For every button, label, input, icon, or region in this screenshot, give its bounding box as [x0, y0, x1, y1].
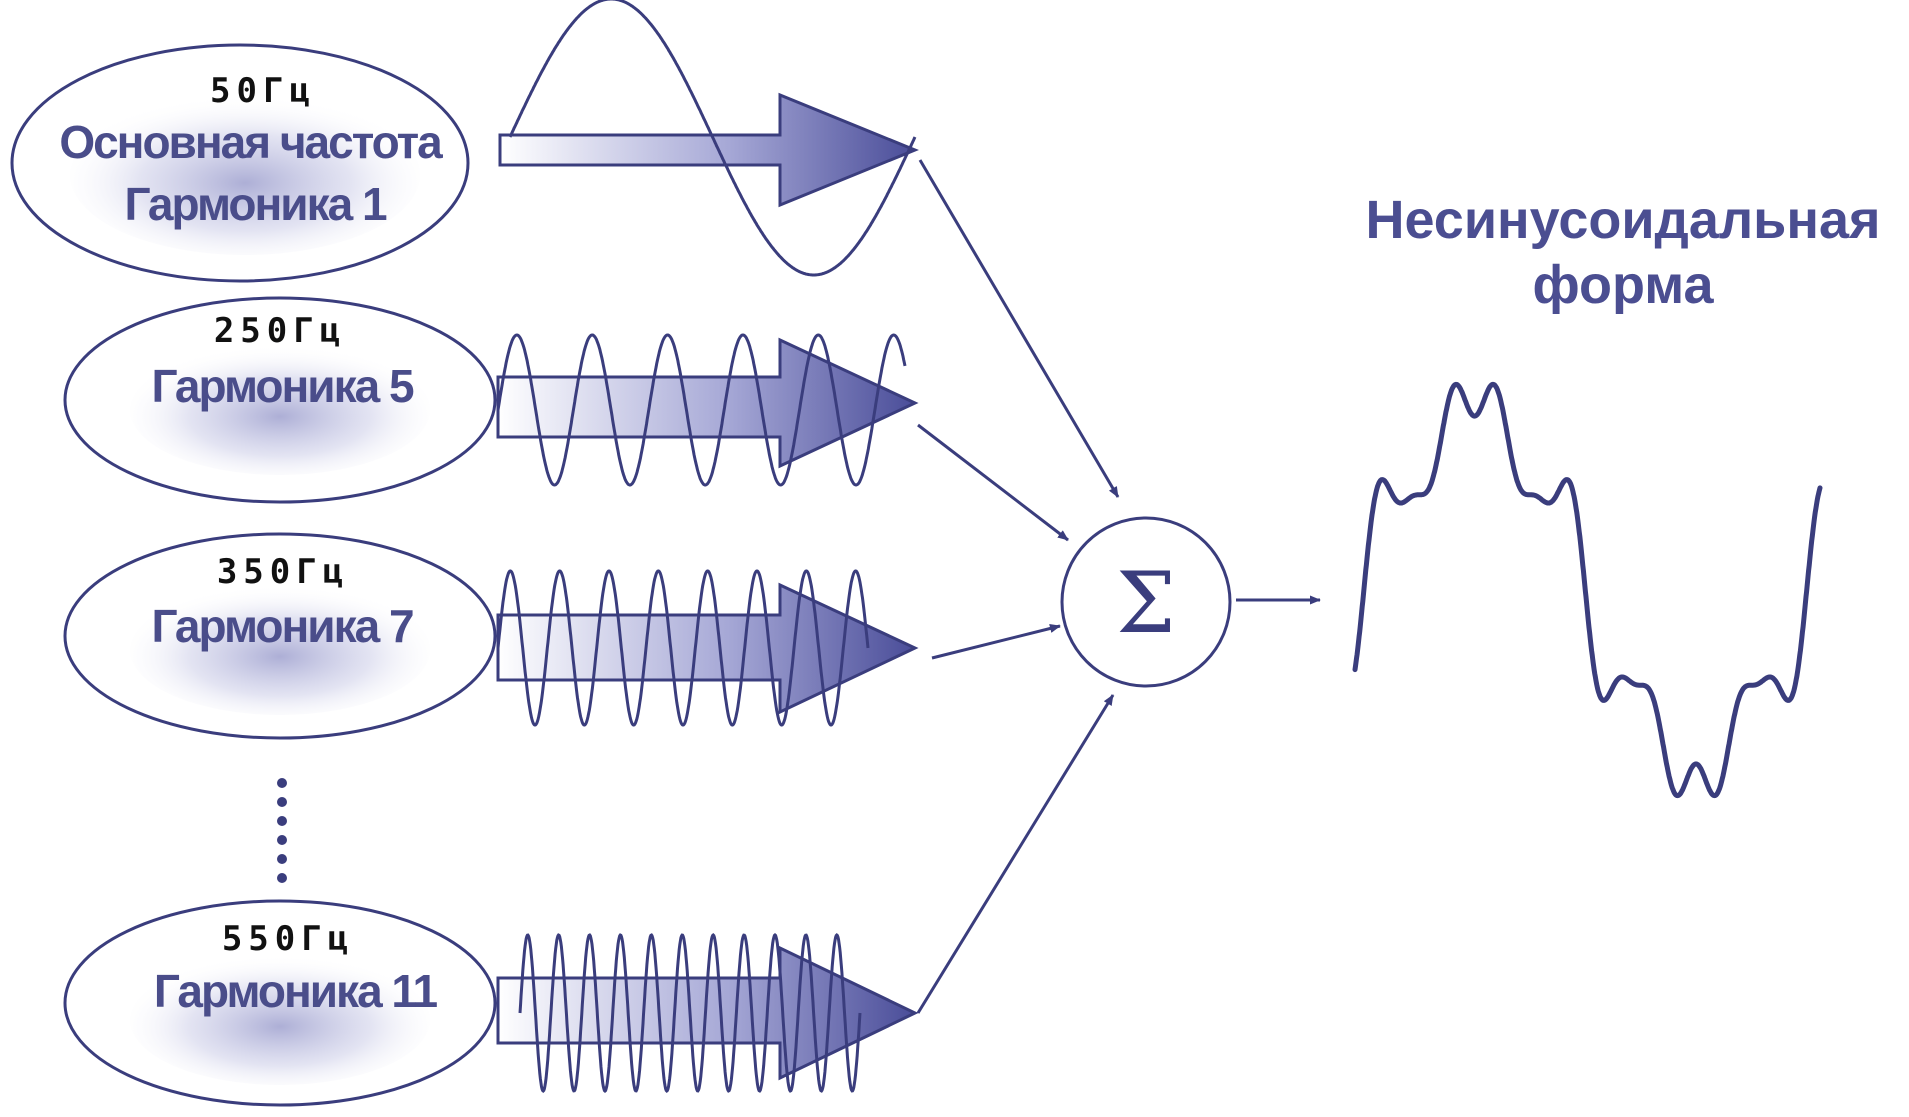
harmonic-7-label: Гармоника 7 [151, 600, 413, 652]
result-title-line2: форма [1532, 255, 1714, 315]
ellipsis-dot [277, 816, 287, 826]
harmonic-5-freq: 250Гц [214, 311, 346, 351]
ellipsis-dot [277, 873, 287, 883]
connector-arrows [916, 159, 1321, 1014]
ellipsis-dot [277, 835, 287, 845]
summer-node: Σ [1060, 516, 1232, 688]
harmonic-7-arrow [496, 582, 919, 715]
harmonic-1-label-line1: Основная частота [59, 116, 443, 168]
result-waveform [1352, 381, 1823, 799]
harmonic-11-label: Гармоника 11 [154, 965, 438, 1017]
ellipsis-glyph: ⋮ [0, 0, 1, 1]
harmonic-5-sine-wave [496, 333, 907, 487]
sigma-symbol: Σ [1116, 554, 1175, 652]
harmonic-5-group: 250Гц Гармоника 5 [63, 296, 919, 504]
harmonic-11-group: 550Гц Гармоника 11 [63, 899, 919, 1107]
harmonic-11-freq: 550Гц [222, 919, 354, 959]
harmonic-1-sine-wave [508, 0, 917, 277]
harmonic-7-sine-wave [496, 569, 870, 727]
harmonic-1-freq: 50Гц [210, 71, 316, 111]
harmonic-7-freq: 350Гц [217, 552, 349, 592]
result-title-line1: Несинусоидальная [1365, 190, 1880, 250]
harmonic-11-shade [130, 955, 430, 1085]
harmonic-5-label: Гармоника 5 [151, 360, 414, 412]
ellipsis-dot [277, 854, 287, 864]
harmonic-1-shade [70, 95, 420, 255]
harmonic-7-shade [130, 585, 430, 715]
ellipsis-dot [277, 797, 287, 807]
ellipsis-dots: ⋮ [0, 0, 287, 883]
harmonic-5-shade [130, 345, 430, 475]
harmonic-1-label-line2: Гармоника 1 [124, 178, 387, 230]
harmonic-1-arrow [498, 92, 919, 208]
harmonic-7-group: 350Гц Гармоника 7 [63, 532, 919, 740]
connector-h11 [916, 694, 1115, 1014]
harmonic-11-sine-wave [518, 932, 862, 1094]
summer-circle [1060, 516, 1232, 688]
ellipsis-dot [277, 778, 287, 788]
connector-h5 [917, 423, 1069, 542]
connector-h1 [918, 159, 1120, 498]
connector-h7 [931, 623, 1061, 660]
harmonic-5-arrow [496, 337, 919, 469]
harmonic-1-group: 50Гц Основная частота Гармоника 1 [10, 0, 919, 283]
